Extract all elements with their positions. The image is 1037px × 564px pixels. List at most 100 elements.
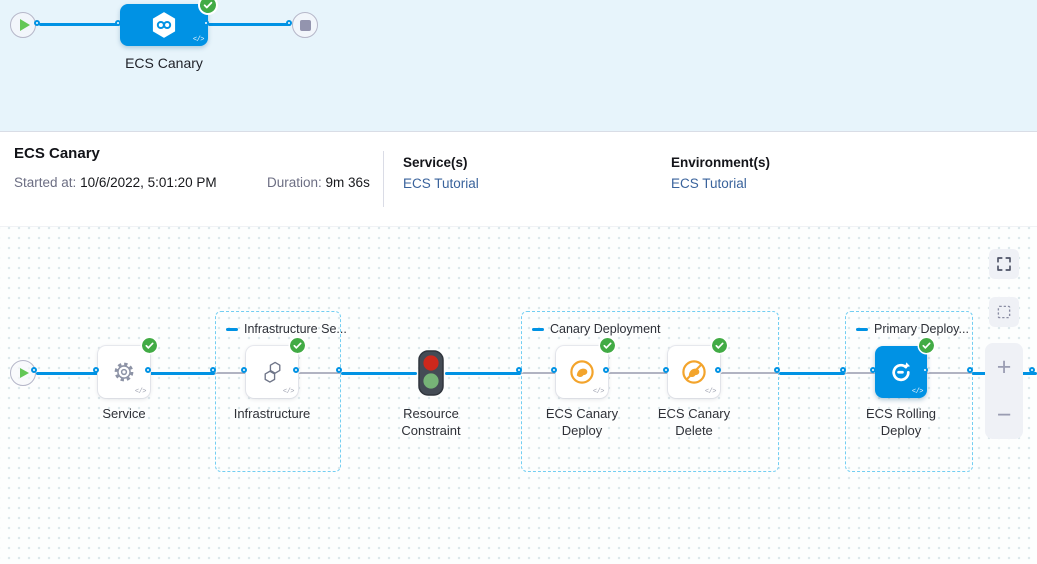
connector-line: [208, 23, 291, 26]
connector-line-dashed: [720, 372, 779, 374]
success-check-icon: [290, 338, 305, 353]
group-label: Infrastructure Se...: [244, 322, 347, 336]
success-check-icon: [600, 338, 615, 353]
started-at: Started at: 10/6/2022, 5:01:20 PM: [14, 175, 217, 190]
zoom-out-button[interactable]: −: [996, 400, 1012, 429]
code-icon: </>: [282, 388, 295, 396]
connector-dot: [839, 367, 846, 373]
connector-dot: [114, 20, 121, 26]
connector-line: [341, 372, 417, 375]
connector-line-dashed: [845, 372, 875, 374]
connector-line-dashed: [927, 372, 972, 374]
connector-dot: [921, 367, 928, 373]
gear-icon: [114, 362, 134, 382]
code-icon: </>: [911, 388, 924, 396]
play-icon: [19, 19, 30, 31]
connector-dot: [144, 367, 151, 373]
success-check-icon: [712, 338, 727, 353]
step-resource-constraint[interactable]: [416, 350, 446, 401]
collapse-icon[interactable]: [856, 327, 868, 331]
environments-block: Environment(s) ECS Tutorial: [671, 155, 770, 191]
connector-dot: [335, 367, 342, 373]
connector-dot: [285, 20, 292, 26]
connector-line-dashed: [298, 372, 341, 374]
stage-node-ecs-canary[interactable]: </>: [120, 0, 216, 46]
code-icon: </>: [134, 388, 147, 396]
connector-dot: [240, 367, 247, 373]
stage-label: ECS Canary: [125, 55, 203, 71]
connector-dot: [966, 367, 973, 373]
connector-dot: [209, 367, 216, 373]
connector-line-dashed: [215, 372, 246, 374]
group-label: Canary Deployment: [550, 322, 661, 336]
execution-summary-bar: ECS Canary Started at: 10/6/2022, 5:01:2…: [0, 133, 1037, 226]
connector-line-dashed: [608, 372, 668, 374]
play-icon: [20, 368, 29, 378]
step-label: Infrastructure: [233, 406, 311, 421]
zoom-in-button[interactable]: +: [996, 352, 1012, 381]
connector-dot: [202, 20, 209, 26]
connector-dot: [515, 367, 522, 373]
step-ecs-rolling-deploy[interactable]: </>: [875, 338, 934, 398]
connector-dot: [292, 367, 299, 373]
connector-dot: [550, 367, 557, 373]
connector-dot: [1028, 367, 1035, 373]
connector-dot: [92, 367, 99, 373]
pipeline-end-button[interactable]: [292, 12, 318, 38]
connector-line: [445, 372, 521, 375]
canary-delete-icon: [682, 360, 706, 384]
connector-dot: [33, 20, 40, 26]
success-check-icon: [142, 338, 157, 353]
service-link[interactable]: ECS Tutorial: [403, 176, 479, 191]
connector-dot: [662, 367, 669, 373]
step-ecs-canary-deploy[interactable]: </>: [556, 338, 615, 398]
stage-group-primary-deployment: Primary Deploy...: [845, 311, 973, 472]
connector-line: [39, 23, 120, 26]
summary-divider: [383, 151, 384, 207]
stage-minimap: </> ECS Canary: [0, 0, 1037, 132]
environment-link[interactable]: ECS Tutorial: [671, 176, 747, 191]
step-ecs-canary-delete[interactable]: </>: [668, 338, 727, 398]
step-label: ECS Rolling Deploy: [865, 406, 937, 438]
pipeline-start-button[interactable]: [10, 12, 36, 38]
collapse-icon[interactable]: [532, 327, 544, 331]
connector-line-dashed: [521, 372, 556, 374]
step-label: ECS Canary Deploy: [545, 406, 619, 438]
ecs-rolling-icon: [892, 362, 910, 382]
connector-dot: [714, 367, 721, 373]
zoom-controls: + −: [985, 343, 1023, 439]
connector-line: [779, 372, 845, 375]
started-at-value: 10/6/2022, 5:01:20 PM: [80, 175, 217, 190]
code-icon: </>: [592, 388, 605, 396]
canary-deploy-icon: [570, 360, 594, 384]
environments-label: Environment(s): [671, 155, 771, 170]
pipeline-canvas: Infrastructure Se... Canary Deployment P…: [0, 226, 1037, 564]
success-check-icon: [200, 0, 216, 13]
services-block: Service(s) ECS Tutorial: [403, 155, 479, 191]
infrastructure-hexagons-icon: [264, 361, 280, 383]
harness-pipeline-icon: [152, 12, 176, 38]
code-icon: </>: [704, 388, 717, 396]
group-label: Primary Deploy...: [874, 322, 969, 336]
step-label: ECS Canary Delete: [657, 406, 731, 438]
fullscreen-button[interactable]: [989, 249, 1019, 279]
success-check-icon: [919, 338, 934, 353]
step-label: Resource Constraint: [401, 406, 461, 438]
started-at-label: Started at:: [14, 175, 77, 190]
step-service[interactable]: </>: [98, 338, 157, 398]
marquee-select-button[interactable]: [989, 297, 1019, 327]
page-title: ECS Canary: [14, 145, 100, 162]
fullscreen-icon: [997, 257, 1011, 271]
stage-group-infrastructure: Infrastructure Se...: [215, 311, 347, 472]
graph-start-node[interactable]: [10, 360, 36, 386]
duration-label: Duration:: [267, 175, 322, 190]
step-infrastructure[interactable]: </>: [246, 338, 305, 398]
connector-dot: [869, 367, 876, 373]
duration: Duration: 9m 36s: [267, 175, 370, 190]
collapse-icon[interactable]: [226, 327, 238, 331]
marquee-select-icon: [997, 305, 1011, 319]
services-label: Service(s): [403, 155, 468, 170]
duration-value: 9m 36s: [325, 175, 370, 190]
step-label: Service: [102, 406, 146, 421]
